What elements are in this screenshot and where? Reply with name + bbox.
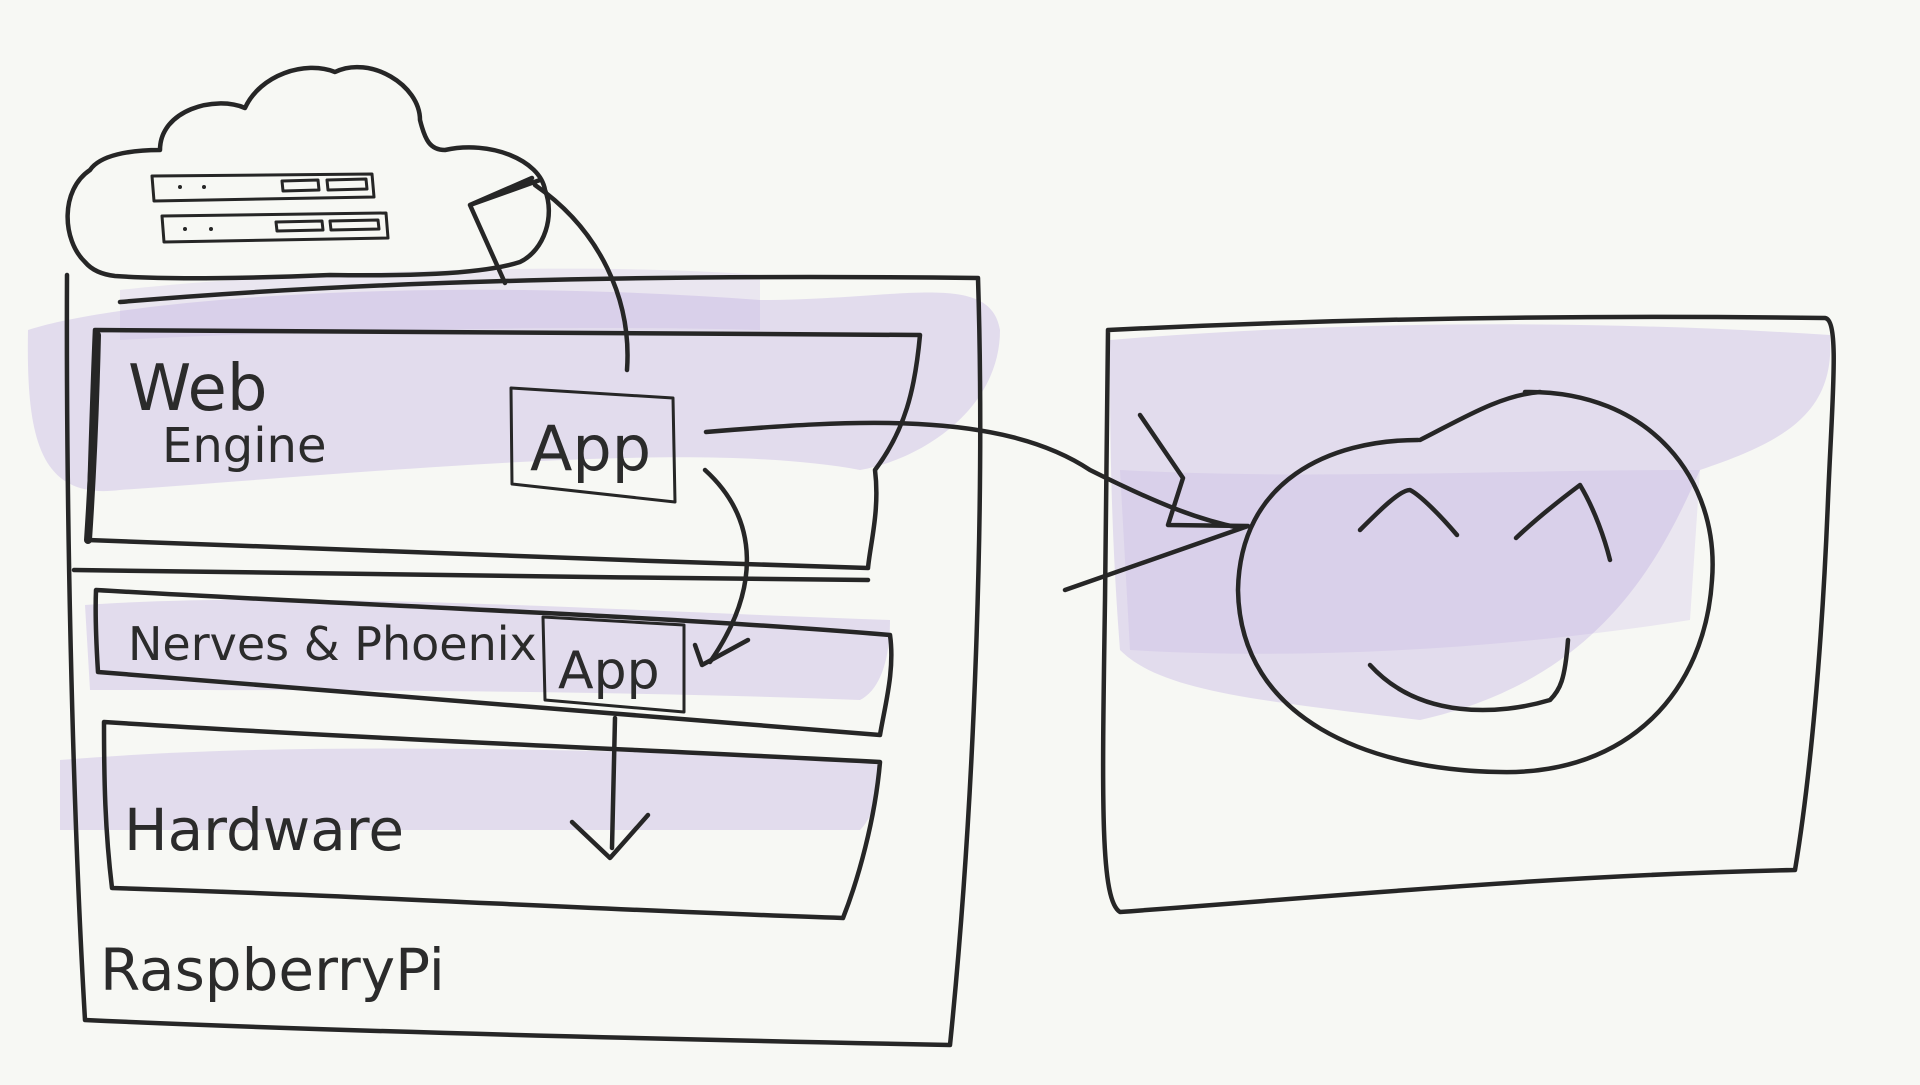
app-box-top: App xyxy=(509,386,677,504)
arrow-app-to-hardware xyxy=(609,715,618,851)
arrow-app-to-cloud xyxy=(532,182,630,373)
arrows xyxy=(467,175,1251,861)
app-box-top-label: App xyxy=(530,412,651,485)
display-screen xyxy=(1100,314,1836,915)
face-left-eye xyxy=(1357,487,1460,538)
wash-nerves xyxy=(85,599,890,700)
cloud-icon xyxy=(65,64,551,281)
server-2-drive-a xyxy=(274,219,325,233)
wash-top-edge xyxy=(120,268,760,340)
hardware-label: Hardware xyxy=(124,796,404,864)
server-unit-2 xyxy=(160,211,390,244)
wash-display-lower xyxy=(1120,470,1700,654)
server-2-led-b xyxy=(209,227,213,231)
wash-web-engine xyxy=(27,289,1000,492)
raspberry-pi-box: RaspberryPi xyxy=(64,272,983,1048)
nerves-phoenix-box xyxy=(93,587,894,738)
cloud-outline xyxy=(65,64,551,281)
server-2-led-a xyxy=(183,227,187,231)
hardware-layer: Hardware xyxy=(101,719,883,921)
web-engine-label-line2: Engine xyxy=(162,418,327,474)
server-2-drive-b xyxy=(328,218,381,232)
display-screen-outline xyxy=(1100,314,1836,915)
app-box-top-outline xyxy=(509,386,677,504)
nerves-phoenix-layer: Nerves & Phoenix App xyxy=(93,587,894,738)
arrow-app-to-nerves-head xyxy=(692,637,751,668)
server-rack-icon xyxy=(150,172,390,244)
highlight-washes xyxy=(27,268,1831,830)
arrow-app-to-hardware-head xyxy=(569,812,651,861)
raspberry-pi-outline xyxy=(64,272,983,1048)
arrow-app-to-display-head xyxy=(1062,412,1251,593)
raspberry-pi-label: RaspberryPi xyxy=(100,936,445,1004)
app-box-middle-label: App xyxy=(558,641,660,701)
hardware-box xyxy=(101,719,883,921)
web-engine-layer: Web Engine App xyxy=(71,327,923,583)
arrow-app-to-nerves xyxy=(702,467,750,665)
arrow-app-to-display xyxy=(703,420,1243,531)
face-right-eye xyxy=(1513,482,1613,563)
smiling-face-icon xyxy=(1235,389,1715,775)
web-engine-divider xyxy=(71,567,871,583)
wash-hardware xyxy=(60,748,880,830)
app-box-middle-outline xyxy=(541,615,686,714)
web-engine-label-line1: Web xyxy=(128,352,268,426)
wash-display xyxy=(1110,324,1831,720)
server-1-led-a xyxy=(178,185,182,189)
app-box-middle: App xyxy=(541,615,686,714)
server-1-drive-a xyxy=(280,178,321,193)
face-outline-top xyxy=(1417,389,1543,443)
server-1-led-b xyxy=(202,185,206,189)
server-unit-1 xyxy=(150,172,376,203)
server-1-drive-b xyxy=(325,177,369,192)
arrow-app-to-cloud-head xyxy=(467,175,543,286)
face-outline xyxy=(1235,389,1715,775)
web-engine-box-bold-edge xyxy=(84,331,101,544)
face-smile xyxy=(1367,637,1571,713)
nerves-phoenix-label: Nerves & Phoenix xyxy=(128,617,537,671)
